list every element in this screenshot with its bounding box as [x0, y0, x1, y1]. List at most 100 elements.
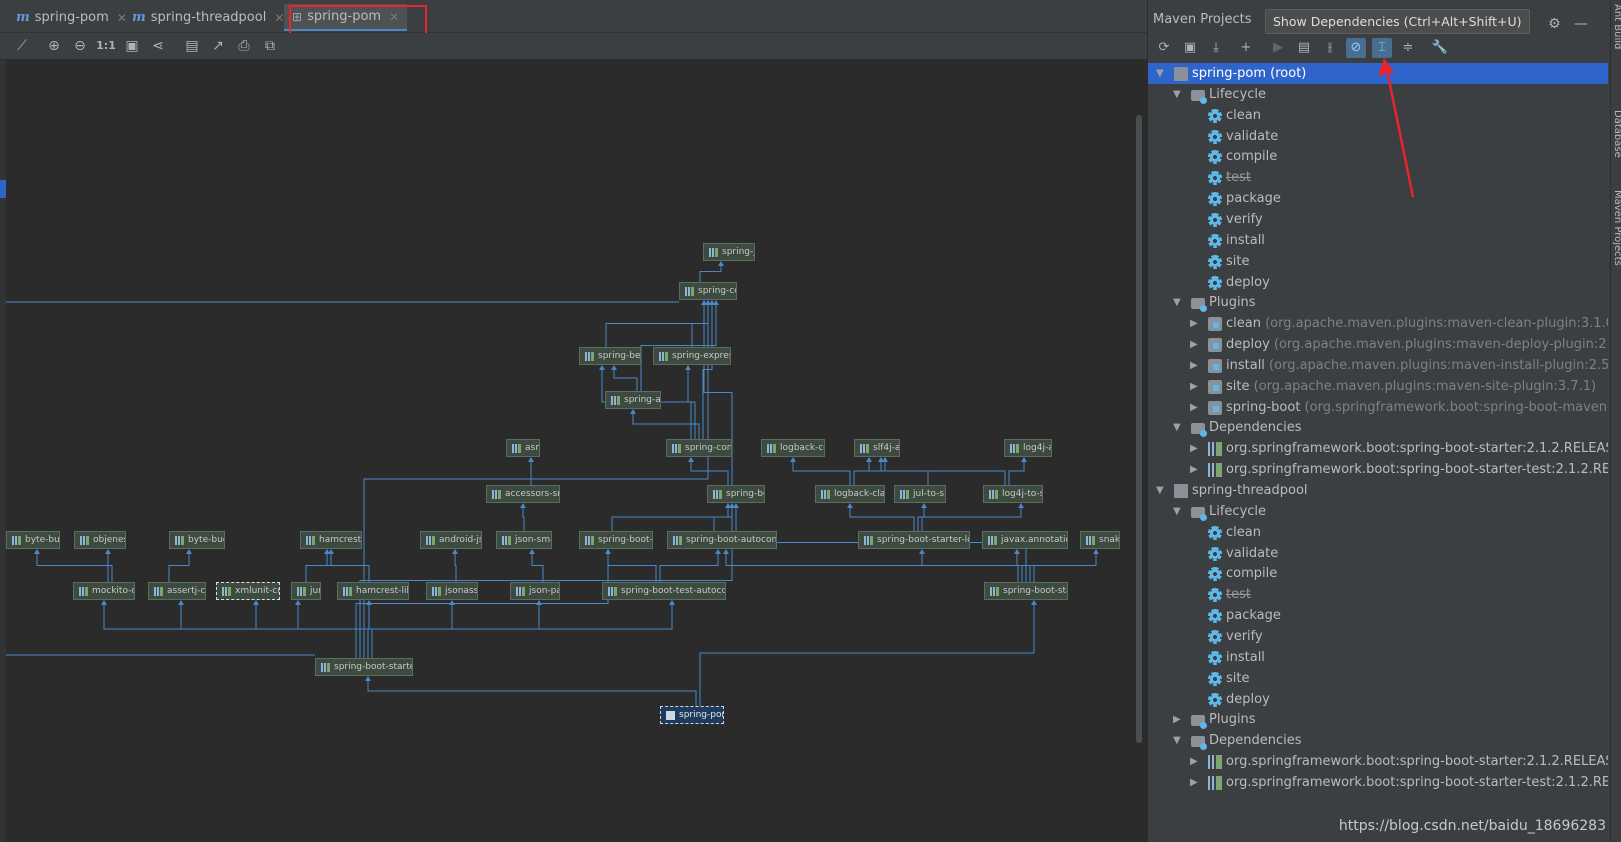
graph-node-spring-boot-starter-test[interactable]: spring-boot-starter-test: [315, 658, 413, 676]
tree-row[interactable]: ▶org.springframework.boot:spring-boot-st…: [1148, 459, 1608, 480]
tree-row[interactable]: ▶deploy (org.apache.maven.plugins:maven-…: [1148, 334, 1608, 355]
collapse-arrow-icon[interactable]: ▶: [1190, 756, 1198, 768]
graph-node-spring-expression[interactable]: spring-expression: [653, 347, 731, 365]
expand-arrow-icon[interactable]: ▼: [1156, 68, 1164, 79]
add-icon[interactable]: +: [1240, 40, 1252, 55]
execute-goal-icon[interactable]: ▤: [1297, 40, 1311, 55]
tree-row[interactable]: verify: [1148, 626, 1608, 647]
graph-node-spring-boot-autoconfigure[interactable]: spring-boot-autoconfigure: [667, 531, 777, 549]
collapse-arrow-icon[interactable]: ▶: [1190, 359, 1198, 371]
minimize-icon[interactable]: —: [1574, 16, 1588, 32]
graph-node-spring-boot-test[interactable]: spring-boot-test: [579, 531, 653, 549]
graph-node-spring-aop[interactable]: spring-aop: [605, 391, 661, 409]
settings-wrench-icon[interactable]: 🔧: [1431, 40, 1449, 55]
tree-row[interactable]: clean: [1148, 522, 1608, 543]
tree-row[interactable]: ▶org.springframework.boot:spring-boot-st…: [1148, 772, 1608, 793]
tree-row[interactable]: compile: [1148, 146, 1608, 167]
expand-arrow-icon[interactable]: ▼: [1173, 505, 1181, 517]
tree-row[interactable]: clean: [1148, 105, 1608, 126]
tree-row[interactable]: ▼spring-pom (root): [1148, 63, 1608, 84]
tree-row[interactable]: verify: [1148, 209, 1608, 230]
graph-node-spring-boot-test-autoconfigure[interactable]: spring-boot-test-autoconfigure: [602, 582, 726, 600]
graph-node-mockito-core[interactable]: mockito-core: [73, 582, 135, 600]
save-icon[interactable]: ▤: [185, 38, 199, 54]
dependency-graph-canvas[interactable]: spring-jclspring-corespring-beansspring-…: [6, 60, 1135, 842]
tree-row[interactable]: ▶install (org.apache.maven.plugins:maven…: [1148, 355, 1608, 376]
tree-row[interactable]: ▼Plugins: [1148, 292, 1608, 313]
fit-content-icon[interactable]: ▣: [125, 38, 139, 54]
tree-row[interactable]: validate: [1148, 543, 1608, 564]
tree-row[interactable]: ▶org.springframework.boot:spring-boot-st…: [1148, 438, 1608, 459]
tree-row[interactable]: install: [1148, 230, 1608, 251]
graph-node-byte-buddy[interactable]: byte-buddy: [169, 531, 225, 549]
graph-node-junit[interactable]: junit: [291, 582, 321, 600]
graph-node-slf4j-api[interactable]: slf4j-api: [854, 439, 900, 457]
export-icon[interactable]: ↗: [212, 38, 224, 54]
tree-row[interactable]: deploy: [1148, 272, 1608, 293]
generate-sources-icon[interactable]: ▣: [1183, 40, 1197, 55]
zoom-out-icon[interactable]: ⊖: [74, 38, 86, 54]
tab-spring-pom[interactable]: m spring-pom ✕: [8, 4, 135, 31]
tree-row[interactable]: site: [1148, 668, 1608, 689]
expand-arrow-icon[interactable]: ▼: [1173, 735, 1181, 747]
preview-icon[interactable]: ⧉: [265, 38, 275, 54]
collapse-arrow-icon[interactable]: ▶: [1173, 714, 1181, 726]
tree-row[interactable]: ▶Plugins: [1148, 709, 1608, 730]
tree-row[interactable]: ▶clean (org.apache.maven.plugins:maven-c…: [1148, 313, 1608, 334]
close-icon[interactable]: ✕: [389, 9, 400, 24]
actual-size-icon[interactable]: 1:1: [96, 39, 116, 52]
print-icon[interactable]: ⎙: [238, 38, 250, 54]
collapse-arrow-icon[interactable]: ▶: [1190, 318, 1198, 330]
graph-node-byte-buddy-agent[interactable]: byte-buddy-agent: [6, 531, 60, 549]
expand-arrow-icon[interactable]: ▼: [1173, 88, 1181, 100]
collapse-arrow-icon[interactable]: ▶: [1190, 380, 1198, 392]
graph-node-snakeyaml[interactable]: snakeyaml: [1080, 531, 1120, 549]
show-dependencies-icon[interactable]: ⌶: [1372, 38, 1392, 58]
graph-node-spring-context[interactable]: spring-context: [666, 439, 732, 457]
zoom-in-icon[interactable]: ⊕: [48, 38, 60, 54]
tree-row[interactable]: ▼Lifecycle: [1148, 84, 1608, 105]
tree-row[interactable]: ▼Dependencies: [1148, 417, 1608, 438]
share-icon[interactable]: ⋖: [152, 38, 164, 54]
reimport-icon[interactable]: ⟳: [1158, 40, 1170, 55]
collapse-arrow-icon[interactable]: ▶: [1190, 443, 1198, 455]
toggle-offline-icon[interactable]: ⫲: [1327, 40, 1333, 55]
graph-node-javax-annotation-api[interactable]: javax.annotation-api: [982, 531, 1068, 549]
tree-row[interactable]: ▶org.springframework.boot:spring-boot-st…: [1148, 751, 1608, 772]
collapse-arrow-icon[interactable]: ▶: [1190, 776, 1198, 788]
tab-spring-pom-diagram[interactable]: ⊞ spring-pom ✕: [284, 4, 408, 31]
close-icon[interactable]: ✕: [274, 10, 285, 25]
graph-node-asm[interactable]: asm: [506, 439, 540, 457]
tree-row[interactable]: site: [1148, 251, 1608, 272]
layout-icon[interactable]: ⟋: [17, 38, 27, 54]
graph-node-xmlunit-core[interactable]: xmlunit-core: [216, 582, 280, 600]
expand-arrow-icon[interactable]: ▼: [1173, 297, 1181, 309]
graph-node-hamcrest-core[interactable]: hamcrest-core: [300, 531, 362, 549]
graph-node-spring-core[interactable]: spring-core: [679, 282, 737, 300]
graph-node-hamcrest-library[interactable]: hamcrest-library: [337, 582, 409, 600]
graph-node-logback-classic[interactable]: logback-classic: [815, 485, 885, 503]
graph-node-spring-jcl[interactable]: spring-jcl: [703, 243, 755, 261]
close-icon[interactable]: ✕: [116, 10, 127, 25]
graph-node-spring-boot[interactable]: spring-boot: [707, 485, 765, 503]
tree-row[interactable]: ▶site (org.apache.maven.plugins:maven-si…: [1148, 376, 1608, 397]
tree-row[interactable]: package: [1148, 605, 1608, 626]
expand-arrow-icon[interactable]: ▼: [1173, 422, 1181, 434]
graph-node-json-smart[interactable]: json-smart: [496, 531, 552, 549]
graph-node-log4j-to-slf4j[interactable]: log4j-to-slf4j: [983, 485, 1043, 503]
gear-icon[interactable]: ⚙: [1548, 16, 1561, 32]
graph-node-android-json[interactable]: android-json: [420, 531, 482, 549]
download-icon[interactable]: ⤓: [1213, 40, 1219, 55]
run-icon[interactable]: ▶: [1273, 40, 1283, 55]
tree-row[interactable]: ▶spring-boot (org.springframework.boot:s…: [1148, 397, 1608, 418]
tree-row[interactable]: package: [1148, 188, 1608, 209]
tree-row[interactable]: ▼Dependencies: [1148, 730, 1608, 751]
collapse-all-icon[interactable]: ≑: [1402, 40, 1414, 55]
tree-row[interactable]: test: [1148, 584, 1608, 605]
graph-node-logback-core[interactable]: logback-core: [761, 439, 825, 457]
graph-node-jul-to-slf4j[interactable]: jul-to-slf4j: [894, 485, 946, 503]
tree-row[interactable]: test: [1148, 167, 1608, 188]
graph-node-assertj-core[interactable]: assertj-core: [148, 582, 206, 600]
graph-node-spring-boot-starter-logging[interactable]: spring-boot-starter-logging: [858, 531, 970, 549]
graph-node-objenesis[interactable]: objenesis: [74, 531, 126, 549]
